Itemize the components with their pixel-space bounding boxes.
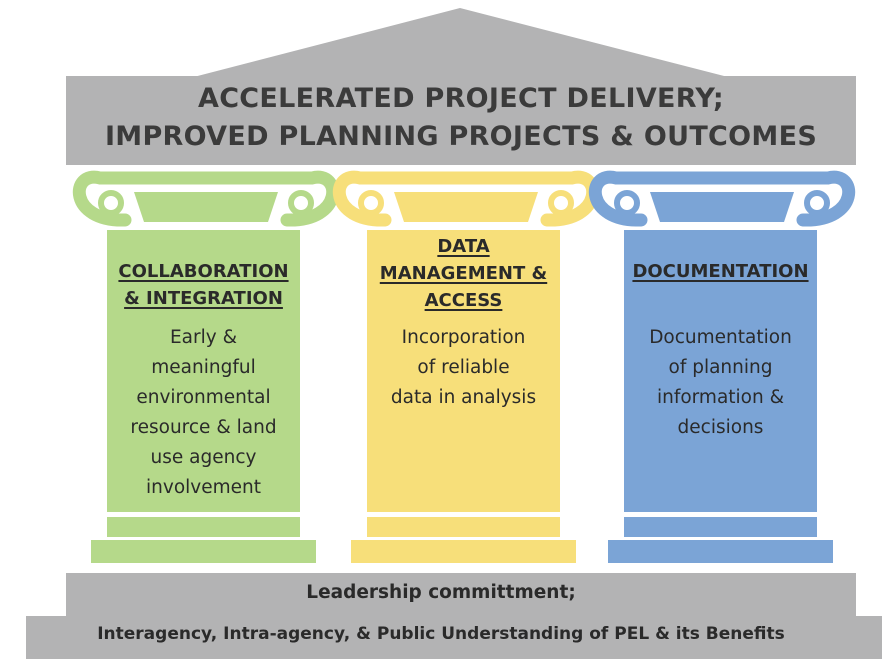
pillar-heading-documentation: DOCUMENTATION <box>624 258 817 285</box>
pillar-body-line: information & <box>656 387 785 408</box>
pillar-body-line: involvement <box>146 477 261 498</box>
pillar-capital-yellow <box>332 170 600 227</box>
pillar-body-line: Incorporation <box>401 327 526 348</box>
pillar-body-line: decisions <box>677 417 764 438</box>
base-upper-step <box>66 573 856 617</box>
pillar-shaft-blue <box>624 230 817 512</box>
pillar-heading-line: MANAGEMENT & <box>379 263 548 284</box>
pillar-body-line: meaningful <box>151 357 256 378</box>
base-lower-step <box>26 616 882 659</box>
pillar-heading-line: ACCESS <box>424 290 503 311</box>
pillar-heading-line: DATA <box>437 236 490 257</box>
pillar-collaboration <box>72 170 340 563</box>
pillar-shaft-yellow <box>367 230 560 512</box>
pillar-body-line: resource & land <box>130 417 277 438</box>
pillar-body-line: use agency <box>150 447 257 468</box>
pillar-plinth-blue <box>608 540 833 563</box>
pillar-shaft-green <box>107 230 300 512</box>
pillar-capital-green <box>72 170 340 227</box>
pillar-heading-line: COLLABORATION <box>118 261 289 282</box>
roof-title-line1: ACCELERATED PROJECT DELIVERY; <box>198 83 724 114</box>
pillar-plinth-green <box>91 540 316 563</box>
pillar-body-line: data in analysis <box>390 387 537 408</box>
roof-title-line2: IMPROVED PLANNING PROJECTS & OUTCOMES <box>104 121 818 152</box>
pillar-data-management <box>332 170 600 563</box>
pillar-heading-collaboration: COLLABORATION & INTEGRATION <box>107 258 300 312</box>
roof-beam <box>66 76 856 165</box>
pillar-body-data-management: Incorporation of reliable data in analys… <box>367 323 560 413</box>
base-text-line2: Interagency, Intra-agency, & Public Unde… <box>97 624 785 644</box>
pillar-body-line: environmental <box>136 387 271 408</box>
pillar-body-line: of planning <box>668 357 773 378</box>
pillar-heading-data-management: DATA MANAGEMENT & ACCESS <box>367 233 560 314</box>
pillar-body-collaboration: Early & meaningful environmental resourc… <box>107 323 300 503</box>
pillar-body-line: Early & <box>169 327 238 348</box>
base-text-line1: Leadership committment; <box>306 582 576 603</box>
pillar-heading-line: & INTEGRATION <box>124 288 283 309</box>
pillar-heading-line: DOCUMENTATION <box>632 261 809 282</box>
pillar-body-line: of reliable <box>417 357 510 378</box>
pillar-documentation <box>588 170 856 563</box>
pillar-body-line: Documentation <box>649 327 792 348</box>
pillar-plinth-yellow <box>351 540 576 563</box>
pillar-capital-blue <box>588 170 856 227</box>
pillar-body-documentation: Documentation of planning information & … <box>624 323 817 443</box>
